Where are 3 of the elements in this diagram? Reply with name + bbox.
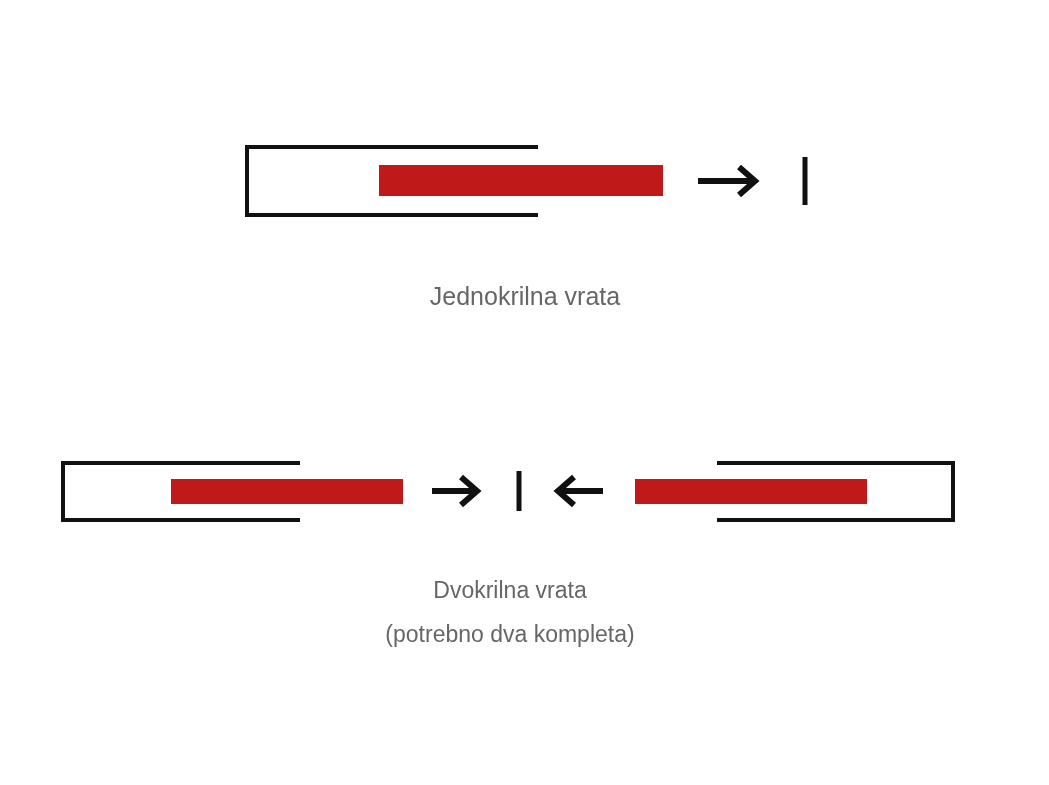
caption: Dvokrilna vrata xyxy=(433,577,587,604)
caption: Jednokrilna vrata xyxy=(429,282,621,311)
caption: (potrebno dva kompleta) xyxy=(385,621,635,648)
